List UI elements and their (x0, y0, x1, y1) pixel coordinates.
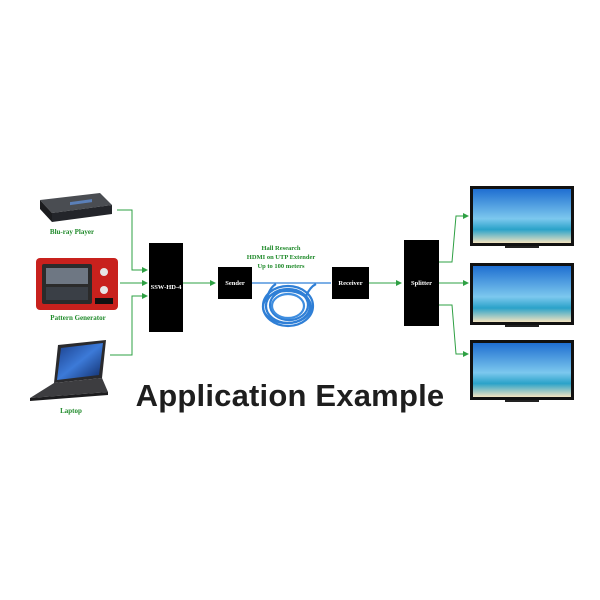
switcher-box: SSW-HD-4 (149, 243, 183, 332)
laptop-icon (30, 340, 108, 401)
pattern-generator-icon (36, 258, 118, 310)
extender-caption-line1: Hall Research (261, 245, 301, 252)
source-label-pattern-generator: Pattern Generator (50, 314, 106, 322)
extender-caption-line3: Up to 100 meters (257, 263, 305, 270)
extender-caption: Hall Research HDMI on UTP Extender Up to… (221, 244, 341, 271)
receiver-label: Receiver (338, 279, 363, 287)
sender-label: Sender (225, 279, 245, 287)
source-label-laptop: Laptop (60, 407, 82, 415)
receiver-box: Receiver (332, 267, 369, 299)
source-label-blu-ray: Blu-ray Player (49, 228, 95, 236)
splitter-box: Splitter (404, 240, 439, 326)
sender-box: Sender (218, 267, 252, 299)
switcher-label: SSW-HD-4 (150, 284, 182, 291)
tv-display-icon (470, 186, 574, 248)
tv-display-icon (470, 340, 574, 402)
extender-caption-line2: HDMI on UTP Extender (246, 254, 316, 261)
page-title: Application Example (135, 378, 445, 413)
source-connectors (110, 209, 148, 356)
tv-display-icon (470, 263, 574, 327)
blu-ray-player-icon (40, 193, 112, 222)
utp-cable-icon (261, 283, 317, 328)
splitter-label: Splitter (411, 279, 432, 287)
output-connectors (439, 213, 469, 357)
